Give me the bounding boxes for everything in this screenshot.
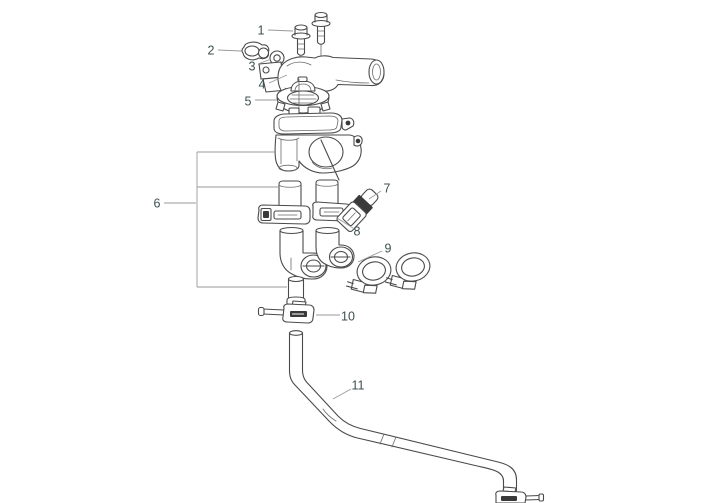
callout-8: 8 (336, 217, 361, 239)
housing-top-flange (273, 106, 355, 135)
callout-leader-line (332, 388, 352, 400)
callout-number: 9 (385, 242, 392, 256)
callout-number: 5 (245, 95, 252, 109)
callout-leader-line (336, 217, 354, 229)
callout-number: 1 (258, 24, 265, 38)
callout-9: 9 (357, 242, 392, 263)
callout-5: 5 (245, 95, 277, 109)
callout-4: 4 (259, 74, 288, 92)
part-7-sensor (336, 188, 379, 233)
part-6-elbow-right (315, 226, 355, 269)
callout-number: 6 (154, 197, 161, 211)
callout-7: 7 (368, 182, 391, 200)
callout-number: 11 (352, 379, 365, 393)
callout-leader-line (268, 74, 288, 84)
callout-number: 10 (341, 310, 355, 324)
callout-number: 2 (208, 44, 215, 58)
callout-number: 8 (354, 225, 361, 239)
callout-number: 4 (259, 78, 266, 92)
callout-leader-line (267, 29, 294, 32)
callout-10: 10 (316, 310, 355, 324)
pipe-end-clip (495, 486, 545, 503)
part-5-thermostat (275, 76, 331, 114)
bracket-6-lines (196, 151, 287, 288)
callout-2: 2 (208, 44, 242, 58)
part-10-hose-clip (257, 300, 315, 324)
callouts-layer: 1 2 345 6 7 8 9 10 11 (154, 24, 392, 400)
part-9-hose-clamps (345, 252, 431, 294)
callout-6: 6 (154, 197, 196, 211)
part-6-clamp-plate-left (257, 204, 311, 225)
part-1-bolts (291, 11, 331, 87)
callout-number: 7 (384, 182, 391, 196)
callout-leader-line (257, 58, 272, 65)
callout-leader-line (217, 49, 242, 52)
part-6-housing-body (274, 134, 363, 181)
callout-3: 3 (249, 58, 272, 74)
callout-leader-line (357, 250, 383, 263)
callout-11: 11 (332, 379, 365, 400)
part-11-pipe (288, 330, 518, 496)
callout-leader-line (368, 190, 382, 200)
part-6-elbow-left (279, 226, 328, 280)
callout-number: 3 (249, 60, 256, 74)
callout-1: 1 (258, 24, 294, 38)
part-2-cap (241, 41, 270, 61)
